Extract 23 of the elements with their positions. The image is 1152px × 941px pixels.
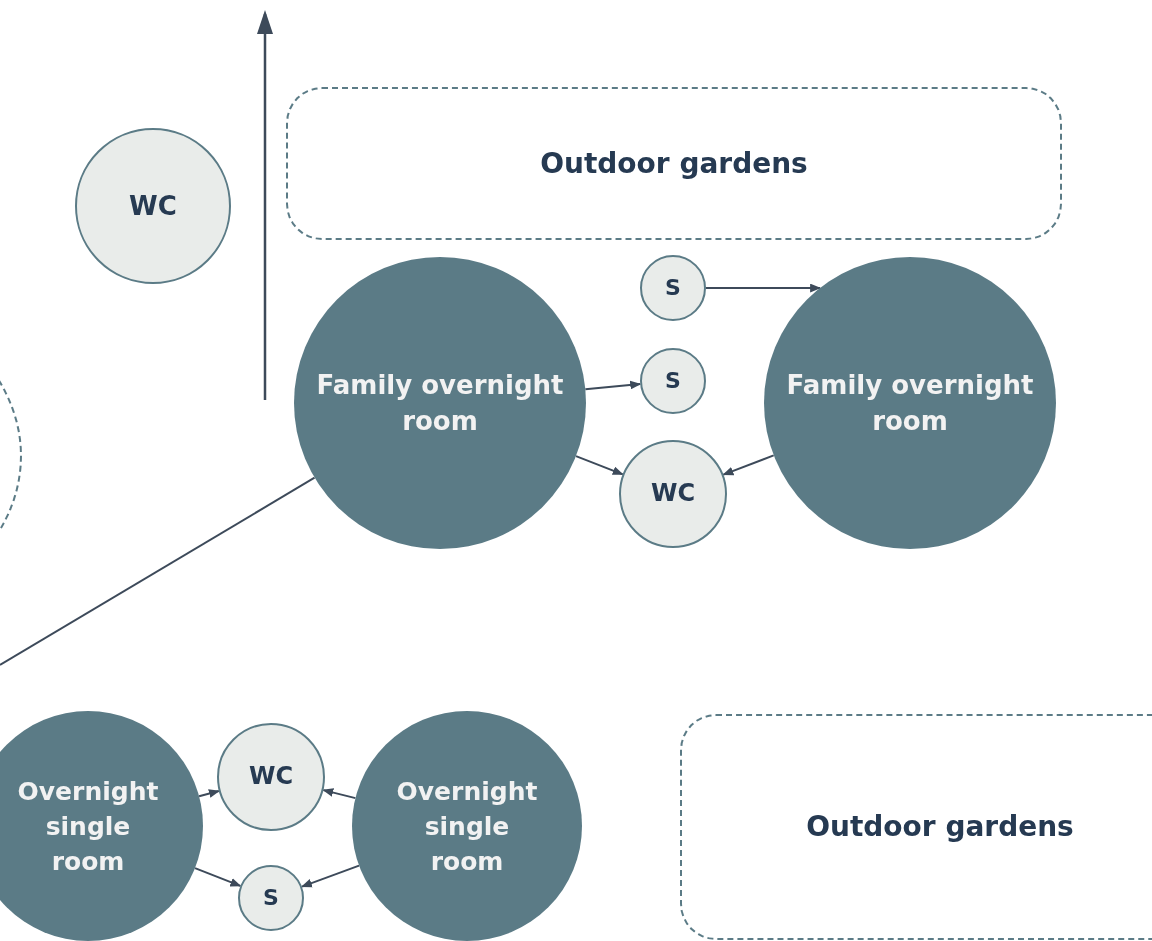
node-label: Family overnight room: [785, 368, 1035, 438]
node-label: Outdoor gardens: [806, 809, 1074, 846]
node-label: Overnight single room: [395, 775, 539, 878]
node-label: Family overnight room: [315, 368, 565, 438]
arrow: [722, 454, 775, 476]
arrow: [575, 455, 624, 476]
node-label: WC: [650, 478, 696, 510]
arrow: [194, 867, 242, 887]
connector-line: [0, 476, 316, 666]
area-outline: [286, 87, 1062, 240]
node-label: S: [665, 273, 681, 302]
node-label: S: [665, 366, 681, 395]
node-label: WC: [248, 761, 294, 793]
arrow: [198, 789, 220, 798]
arrow: [705, 283, 822, 293]
arrow: [322, 788, 357, 800]
arrow: [584, 380, 642, 391]
node-label: Outdoor gardens: [540, 145, 808, 182]
node-label: WC: [129, 189, 177, 223]
node-label: S: [263, 883, 279, 912]
node-label: Overnight single room: [16, 775, 160, 878]
area-outline: [680, 714, 1152, 940]
arrow: [300, 864, 361, 888]
